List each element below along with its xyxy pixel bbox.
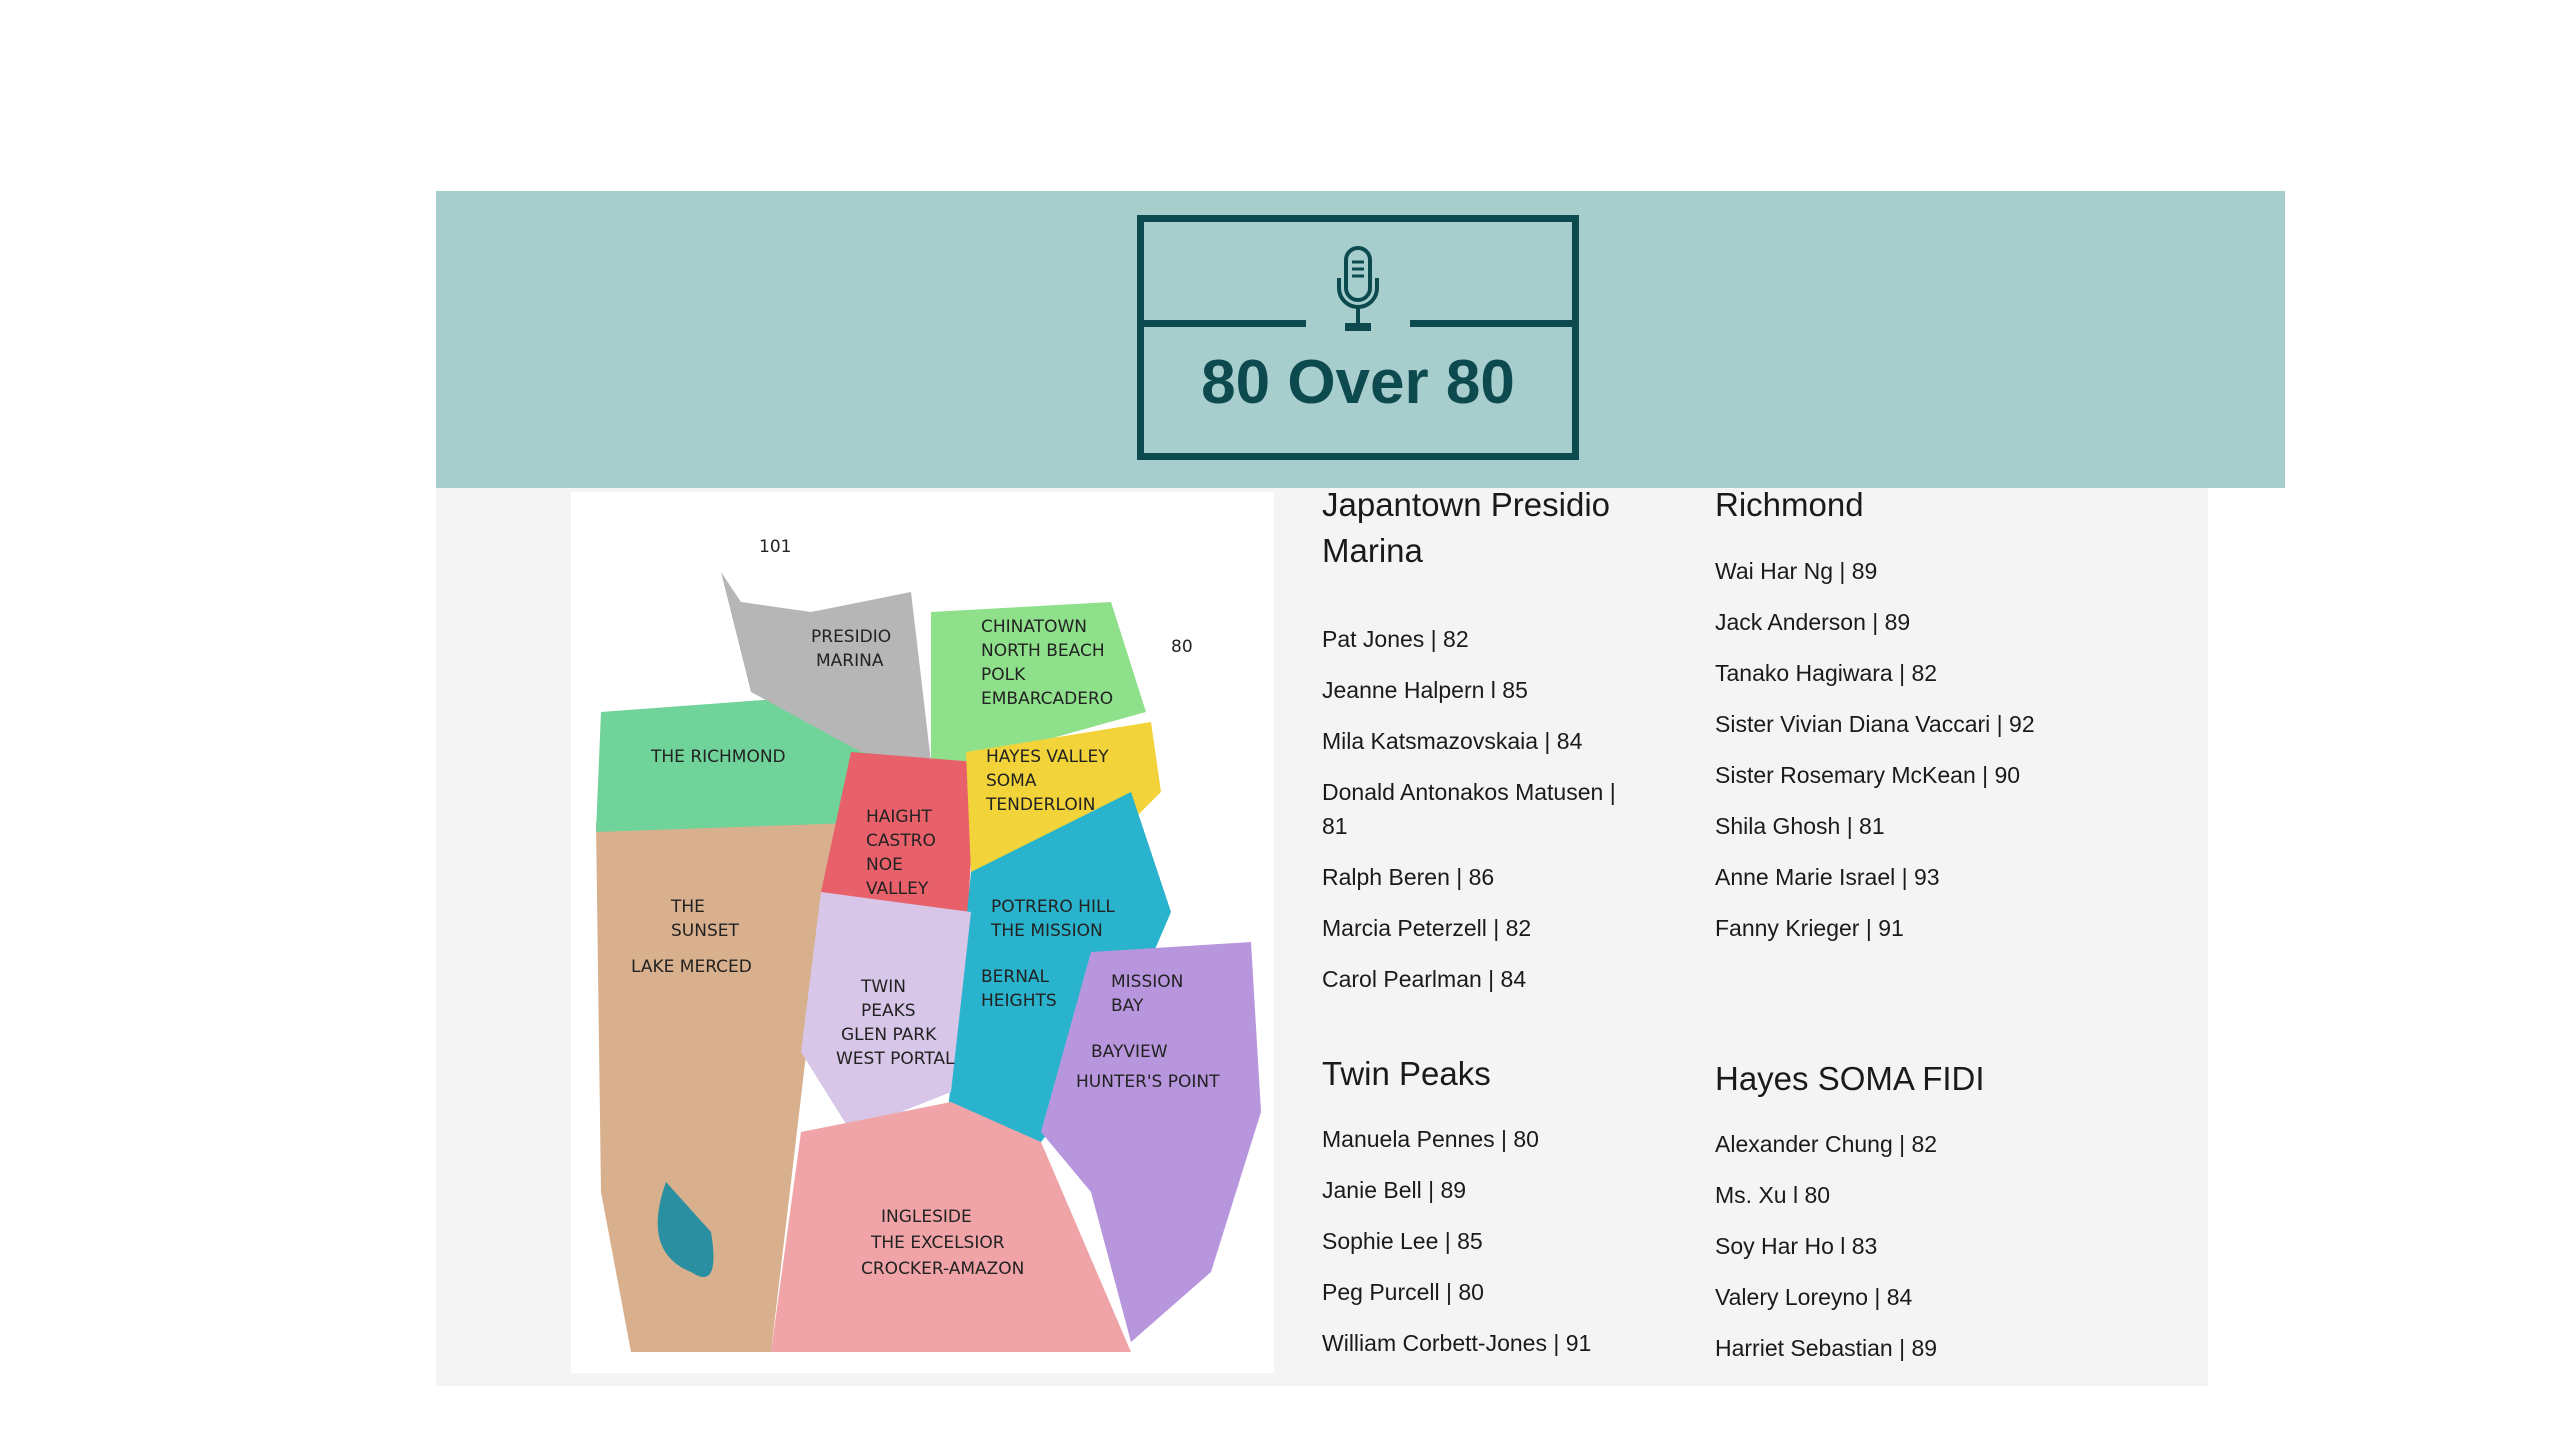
- resident-list: Pat Jones | 82 Jeanne Halpern l 85 Mila Ka…: [1322, 622, 1642, 996]
- site-logo[interactable]: 80 Over 80: [1137, 215, 1579, 460]
- region-bayview: [1041, 942, 1261, 1342]
- resident-list: Wai Har Ng | 89 Jack Anderson | 89 Tanako …: [1715, 554, 2035, 945]
- map-label: LAKE MERCED: [631, 957, 752, 977]
- map-label: PRESIDIO: [811, 627, 891, 647]
- map-label: BERNAL: [981, 967, 1050, 987]
- header-banner: 80 Over 80: [436, 191, 2285, 488]
- resident-entry: Pat Jones | 82: [1322, 626, 1469, 652]
- map-label: THE: [670, 897, 705, 917]
- map-label: MARINA: [816, 651, 884, 671]
- section-heading: Richmond: [1715, 486, 1864, 523]
- map-label: EMBARCADERO: [981, 689, 1113, 709]
- map-label: 80: [1171, 637, 1193, 657]
- resident-entry: Valery Loreyno | 84: [1715, 1284, 1913, 1310]
- resident-entry: Sister Rosemary McKean | 90: [1715, 762, 2021, 788]
- map-label: POLK: [981, 665, 1026, 685]
- resident-entry: Carol Pearlman | 84: [1322, 966, 1527, 992]
- region-presidio: [721, 572, 931, 762]
- logo-divider: [1410, 320, 1572, 327]
- logo-divider: [1144, 320, 1306, 327]
- map-label: TWIN: [860, 977, 906, 997]
- map-label: BAY: [1111, 996, 1144, 1016]
- map-label: HAIGHT: [866, 807, 932, 827]
- region-twinpeaks: [801, 892, 971, 1132]
- map-label: HUNTER'S POINT: [1076, 1072, 1220, 1092]
- microphone-icon: [1337, 246, 1379, 331]
- resident-entry: Donald Antonakos Matusen | 81: [1322, 779, 1616, 839]
- section-richmond: Richmond Wai Har Ng | 89 Jack Anderson | …: [1715, 482, 2035, 962]
- map-label: HAYES VALLEY: [986, 747, 1109, 767]
- resident-entry: Shila Ghosh | 81: [1715, 813, 1885, 839]
- section-heading: Hayes SOMA FIDI: [1715, 1060, 1985, 1097]
- resident-entry: Janie Bell | 89: [1322, 1177, 1467, 1203]
- resident-entry: Ms. Xu l 80: [1715, 1182, 1831, 1208]
- section-hayes-soma-fidi: Hayes SOMA FIDI Alexander Chung | 82 Ms. …: [1715, 1056, 2035, 1382]
- resident-list: Alexander Chung | 82 Ms. Xu l 80 Soy Har H…: [1715, 1127, 2035, 1365]
- map-label: THE EXCELSIOR: [870, 1233, 1005, 1253]
- map-label: 101: [759, 537, 791, 557]
- resident-entry: Sister Vivian Diana Vaccari | 92: [1715, 711, 2035, 737]
- resident-entry: Marcia Peterzell | 82: [1322, 915, 1532, 941]
- resident-list: Manuela Pennes | 80 Janie Bell | 89 Sophie…: [1322, 1122, 1642, 1360]
- resident-entry: Jeanne Halpern l 85: [1322, 677, 1528, 703]
- map-label: MISSION: [1111, 972, 1183, 992]
- map-label: SOMA: [986, 771, 1037, 791]
- resident-entry: Sophie Lee | 85: [1322, 1228, 1483, 1254]
- region-chinatown: [931, 602, 1146, 772]
- map-label: THE RICHMOND: [650, 747, 786, 767]
- map-label: POTRERO HILL: [991, 897, 1115, 917]
- section-twin-peaks: Twin Peaks Manuela Pennes | 80 Janie Bell…: [1322, 1051, 1642, 1377]
- map-label: HEIGHTS: [981, 991, 1057, 1011]
- section-japantown-presidio-marina: Japantown Presidio Marina Pat Jones | 82…: [1322, 482, 1642, 1013]
- resident-entry: Soy Har Ho l 83: [1715, 1233, 1878, 1259]
- region-ingleside: [771, 1102, 1131, 1352]
- resident-entry: Tanako Hagiwara | 82: [1715, 660, 1938, 686]
- site-title: 80 Over 80: [1201, 348, 1515, 417]
- map-label: CHINATOWN: [981, 617, 1087, 637]
- map-label: CASTRO: [866, 831, 936, 851]
- map-label: NORTH BEACH: [981, 641, 1105, 661]
- map-label: BAYVIEW: [1091, 1042, 1168, 1062]
- resident-entry: Harriet Sebastian | 89: [1715, 1335, 1938, 1361]
- resident-entry: William Corbett-Jones | 91: [1322, 1330, 1592, 1356]
- section-heading: Twin Peaks: [1322, 1055, 1491, 1092]
- map-label: SUNSET: [671, 921, 739, 941]
- region-richmond: [596, 692, 881, 832]
- resident-entry: Wai Har Ng | 89: [1715, 558, 1878, 584]
- map-label: THE MISSION: [990, 921, 1103, 941]
- neighborhood-map-illustration: 101 80 PRESIDIO MARINA CHINATOWN NORTH BEACH P…: [571, 492, 1274, 1373]
- section-heading: Japantown Presidio Marina: [1322, 486, 1611, 569]
- map-label: VALLEY: [866, 879, 929, 899]
- map-label: INGLESIDE: [881, 1207, 972, 1227]
- map-label: GLEN PARK: [841, 1025, 937, 1045]
- lake-merced: [657, 1182, 714, 1277]
- resident-entry: Manuela Pennes | 80: [1322, 1126, 1539, 1152]
- resident-entry: Fanny Krieger | 91: [1715, 915, 1904, 941]
- map-label: CROCKER-AMAZON: [861, 1259, 1024, 1279]
- resident-entry: Anne Marie Israel | 93: [1715, 864, 1940, 890]
- map-label: WEST PORTAL: [836, 1049, 955, 1069]
- map-label: PEAKS: [861, 1001, 916, 1021]
- map-label: TENDERLOIN: [985, 795, 1095, 815]
- resident-entry: Jack Anderson | 89: [1715, 609, 1911, 635]
- resident-entry: Ralph Beren | 86: [1322, 864, 1495, 890]
- resident-entry: Mila Katsmazovskaia | 84: [1322, 728, 1583, 754]
- resident-entry: Alexander Chung | 82: [1715, 1131, 1938, 1157]
- map-label: NOE: [866, 855, 903, 875]
- region-mission: [946, 792, 1171, 1142]
- resident-entry: Peg Purcell | 80: [1322, 1279, 1484, 1305]
